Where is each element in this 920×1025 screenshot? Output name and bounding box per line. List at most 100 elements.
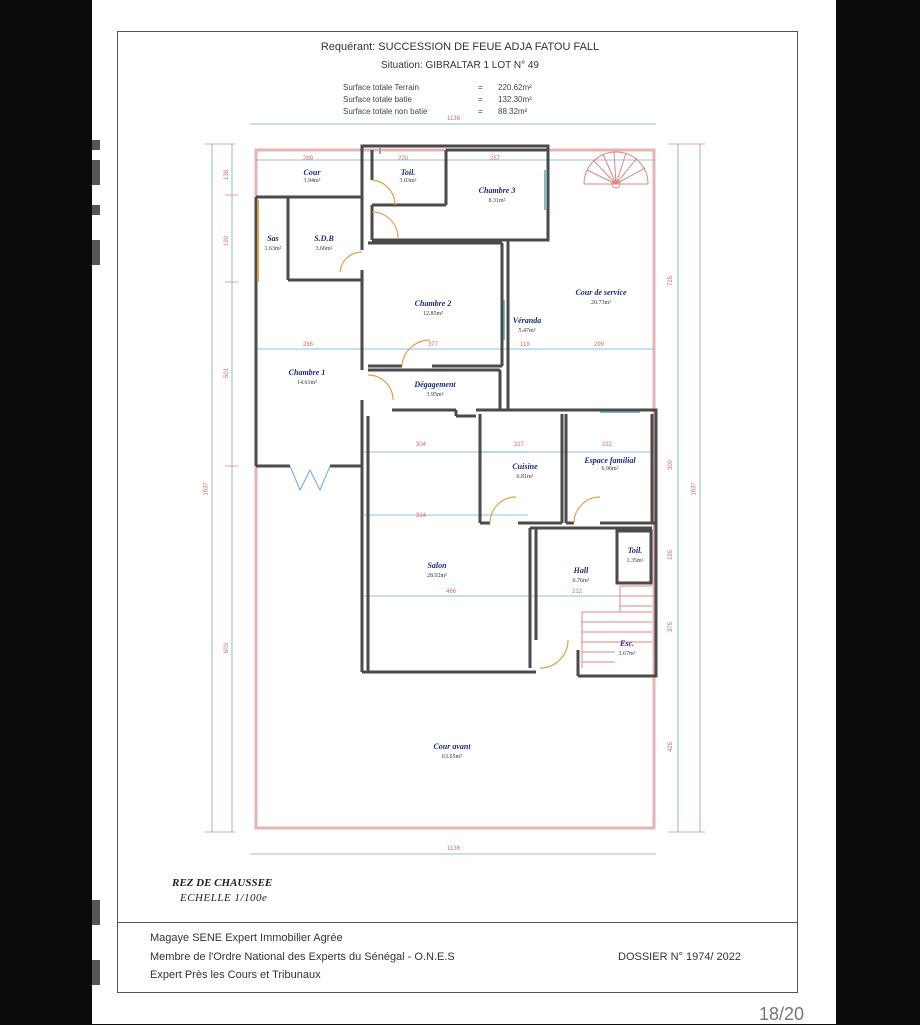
document-page [92, 0, 836, 1024]
room-name: Cuisine [512, 462, 538, 471]
room-area: 20.73m² [591, 300, 611, 306]
room-area: 1.63m² [264, 246, 282, 252]
footer-court-expert: Expert Près les Cours et Tribunaux [150, 969, 321, 981]
footer-divider [117, 922, 798, 923]
surface-label: Surface totale non batie [343, 107, 428, 116]
binding-mark [92, 240, 100, 265]
room-cour: Cour 3.94m² [292, 168, 332, 186]
situation-line: Situation: GIBRALTAR 1 LOT N° 49 [381, 60, 539, 71]
room-name: Dégagement [414, 380, 456, 389]
surface-label: Surface totale batie [343, 95, 412, 104]
surface-value: 220.62m² [498, 83, 532, 92]
room-esc: Esc. 3.67m² [610, 639, 644, 659]
room-area: 3.03m² [399, 178, 417, 184]
dim-label: 257 [490, 156, 501, 162]
dim-label: 300 [668, 459, 675, 471]
dim-label: 227 [514, 442, 525, 448]
room-area: 1.35m² [626, 558, 644, 564]
walls [254, 144, 658, 678]
room-cuisine: Cuisine 6.81m² [500, 462, 550, 482]
footer-expert-name: Magaye SENE Expert Immobilier Agrée [150, 932, 343, 944]
room-name: Espace familial [584, 456, 636, 465]
surface-label: Surface totale Terrain [343, 83, 419, 92]
room-area: 6.96m² [601, 466, 619, 472]
drawing-frame [117, 31, 798, 993]
red-dimension-ticks [205, 143, 705, 833]
equals-sign: = [478, 95, 483, 104]
room-degagement: Dégagement 3.95m² [400, 380, 470, 400]
staircase [581, 585, 652, 668]
room-area: 8.31m² [488, 198, 506, 204]
binding-mark [92, 160, 100, 185]
binding-mark [92, 205, 100, 215]
room-chambre-3: Chambre 3 8.31m² [462, 186, 532, 206]
binding-mark [92, 140, 100, 150]
room-name: Véranda [512, 316, 542, 325]
dim-label: 190 [224, 235, 231, 247]
surface-value: 88.32m² [498, 107, 528, 116]
room-area: 3.95m² [426, 392, 444, 398]
dim-label: 314 [416, 513, 427, 519]
dim-label: 299 [594, 342, 605, 348]
room-area: 12.85m² [423, 311, 443, 317]
spiral-staircase [583, 151, 649, 189]
plan-scale: ECHELLE 1/100e [180, 892, 268, 904]
room-chambre-2: Chambre 2 12.85m² [398, 299, 468, 319]
dim-bottom-total: 1136 [447, 846, 460, 852]
dim-right-total: 1637 [691, 482, 698, 496]
dim-label: 425 [668, 741, 675, 753]
room-name: Toil. [627, 546, 643, 555]
surface-table: Surface totale Terrain = 220.62m² Surface … [343, 82, 532, 118]
dim-label: 466 [446, 589, 457, 595]
dim-label: 375 [668, 621, 675, 633]
dim-label: 289 [303, 156, 314, 162]
room-area: 28.02m² [427, 573, 447, 579]
room-toil-small: Toil. 1.35m² [618, 546, 652, 566]
requerant-line: Requérant: SUCCESSION DE FEUE ADJA FATOU… [320, 41, 600, 53]
room-name: S.D.B [314, 234, 334, 243]
dim-label: 232 [602, 442, 613, 448]
room-name: Esc. [620, 639, 634, 648]
room-area: 3.94m² [303, 178, 321, 184]
room-area: 5.47m² [518, 328, 536, 334]
page-number: 18/20 [758, 1004, 804, 1024]
room-area: 3.67m² [618, 651, 636, 657]
room-name: Chambre 3 [478, 186, 516, 195]
room-name: Cour de service [575, 288, 627, 297]
dim-label: 304 [416, 442, 427, 448]
binding-mark [92, 960, 100, 985]
binding-mark [92, 900, 100, 925]
room-name: Sas [267, 234, 279, 243]
dim-label: 377 [428, 342, 439, 348]
dim-label: 501 [224, 367, 231, 379]
dim-label: 195 [668, 549, 675, 561]
terrace-doors [289, 465, 331, 492]
room-area: 14.61m² [297, 380, 317, 386]
surface-value: 132.30m² [498, 95, 532, 104]
room-name: Chambre 2 [414, 299, 452, 308]
room-area: 6.81m² [516, 474, 534, 480]
room-area: 63.65m² [442, 754, 462, 760]
dimension-lines [211, 123, 701, 855]
footer-dossier-number: DOSSIER N° 1974/ 2022 [618, 951, 742, 963]
room-area: 3.66m² [315, 246, 333, 252]
dim-label: 603 [224, 642, 231, 654]
dim-top-total: 1136 [447, 116, 460, 122]
dim-label: 286 [303, 342, 314, 348]
room-name: Cour avant [433, 742, 471, 751]
dim-label: 138 [224, 169, 231, 181]
room-name: Chambre 1 [288, 368, 326, 377]
dim-label: 220 [398, 156, 409, 162]
room-sdb: S.D.B 3.66m² [304, 234, 344, 254]
room-hall: Hall 6.76m² [556, 566, 606, 586]
dim-label: 212 [572, 589, 583, 595]
plan-title: REZ DE CHAUSSEE [172, 877, 273, 889]
equals-sign: = [478, 83, 483, 92]
room-name: Salon [427, 561, 447, 570]
dim-label: 118 [520, 342, 530, 348]
room-chambre-1: Chambre 1 14.61m² [272, 368, 342, 388]
room-sas: Sas 1.63m² [258, 234, 288, 254]
